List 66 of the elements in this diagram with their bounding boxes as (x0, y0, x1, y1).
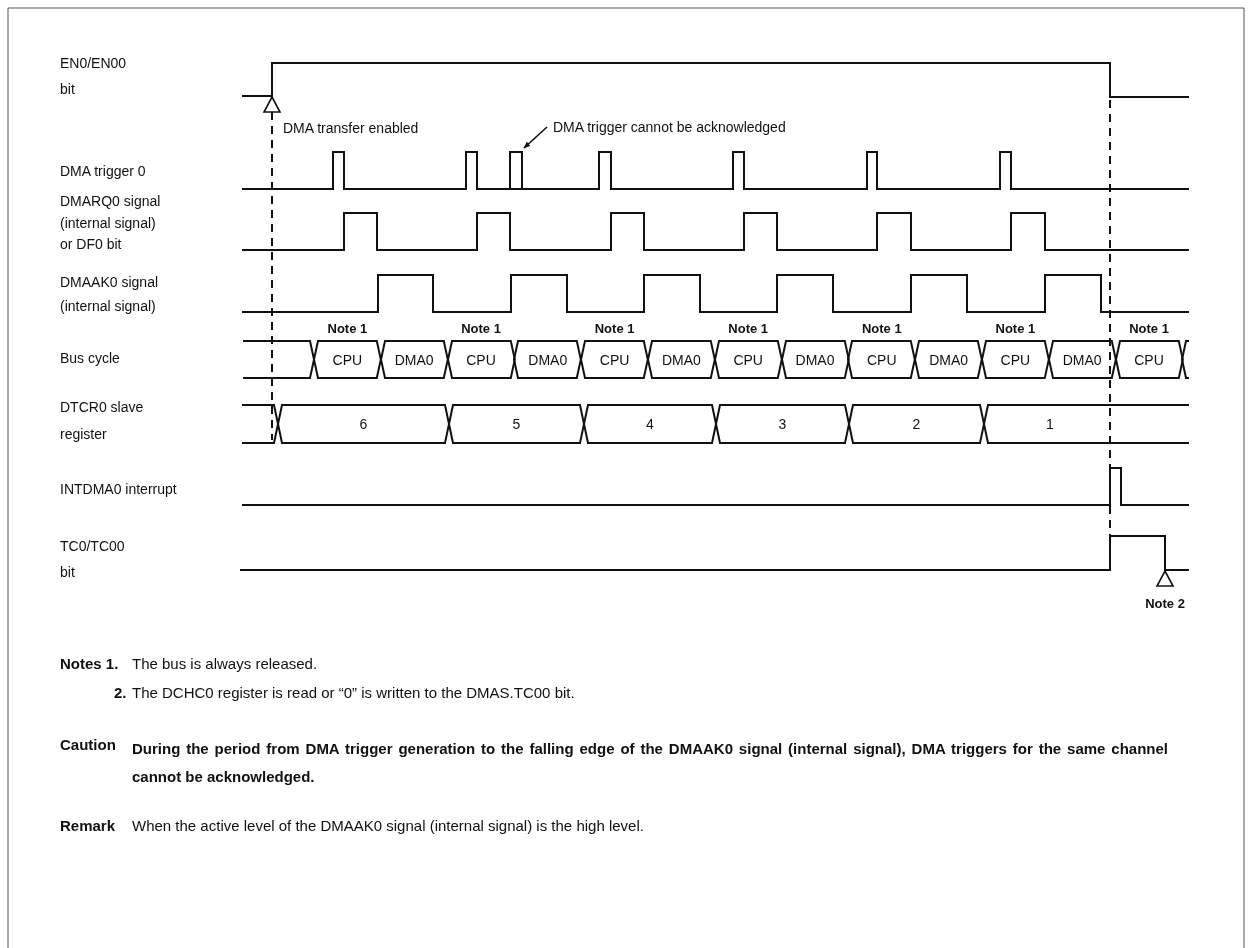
register-value: 6 (358, 416, 369, 432)
caution-heading: Caution (60, 735, 116, 755)
bus-cycle-segment (648, 341, 715, 378)
register-value-segment (716, 405, 849, 443)
bus-cycle-segment (781, 341, 849, 378)
signal-name: DTCR0 slave register (60, 398, 145, 444)
caution-text: During the period from DMA trigger generation to the falling edge of the DMAAK0 signal (internal signal), DMA triggers for the same channel cannot be acknowledged. (132, 739, 1168, 787)
note-label: Note 1 (460, 321, 502, 336)
bus-cycle-segment (915, 341, 982, 378)
bus-cycle-label: DMA0 (393, 351, 435, 368)
bus-cycle-segment (714, 341, 782, 378)
bus-cycle-label: DMA0 (928, 351, 970, 368)
bus-cycle-label: CPU (1133, 351, 1165, 368)
note-text: The bus is always released. (132, 654, 318, 674)
register-value-segment (984, 405, 1189, 443)
bus-cycle-label: CPU (465, 351, 497, 368)
trigger-pulse (509, 151, 523, 190)
bus-cycle-label: CPU (732, 351, 764, 368)
note-heading: Notes 1. (60, 654, 119, 674)
register-value-segment (449, 405, 584, 443)
note-label: Note 1 (994, 321, 1037, 336)
bus-cycle-label: CPU (598, 351, 631, 368)
bus-cycle-segment (514, 341, 582, 378)
register-value: 3 (777, 416, 788, 432)
note-label: Note 2 (1144, 595, 1186, 613)
signal-name: DMAAK0 signal (internal signal) (60, 273, 160, 316)
signal-name: DMA trigger 0 (60, 162, 146, 181)
register-value-segment (849, 405, 984, 443)
signal-name: TC0/TC00 bit (60, 537, 126, 582)
leader-arrow (523, 126, 548, 149)
bus-cycle-label: CPU (866, 351, 898, 368)
signal-name: Bus cycle (60, 349, 120, 368)
register-value: 5 (511, 416, 522, 432)
bus-cycle-segment (982, 341, 1049, 378)
bus-cycle-segment (447, 341, 515, 378)
signal-name: INTDMA0 interrupt (60, 480, 177, 499)
bus-cycle-segment (1048, 341, 1116, 378)
bus-cycle-segment (848, 341, 916, 378)
bus-cycle-label: DMA0 (1061, 351, 1103, 368)
register-value: 1 (1045, 416, 1055, 432)
bus-cycle-segment (1115, 341, 1183, 378)
note-label: Note 1 (1128, 321, 1170, 336)
bus-cycle-segment (314, 341, 381, 378)
signal-name: DMARQ0 signal (internal signal) or DF0 bit (60, 192, 162, 254)
annotation-text: DMA transfer enabled (283, 119, 419, 138)
register-value-segment (584, 405, 716, 443)
register-value: 2 (911, 416, 922, 432)
note-text: The DCHC0 register is read or “0” is written to the DMAS.TC00 bit. (132, 683, 575, 703)
register-value: 4 (645, 416, 655, 432)
bus-cycle-label: CPU (331, 351, 364, 368)
note-number: 2. (114, 683, 127, 703)
bus-cycle-label: DMA0 (794, 351, 836, 368)
signal-name: EN0/EN00 bit (60, 54, 128, 99)
remark-text: When the active level of the DMAAK0 signal (internal signal) is the high level. (132, 816, 644, 836)
bus-cycle-label: DMA0 (527, 351, 569, 368)
remark-heading: Remark (60, 816, 116, 836)
annotation-text: DMA trigger cannot be acknowledged (553, 119, 786, 135)
note-label: Note 1 (326, 321, 369, 336)
bus-cycle-label: DMA0 (660, 351, 702, 368)
bus-cycle-label: CPU (999, 351, 1032, 368)
bus-cycle-segment (380, 341, 448, 378)
note-label: Note 1 (860, 321, 903, 336)
note-label: Note 1 (727, 321, 770, 336)
register-value-segment (278, 405, 449, 443)
bus-cycle-segment (581, 341, 648, 378)
note-label: Note 1 (593, 321, 636, 336)
